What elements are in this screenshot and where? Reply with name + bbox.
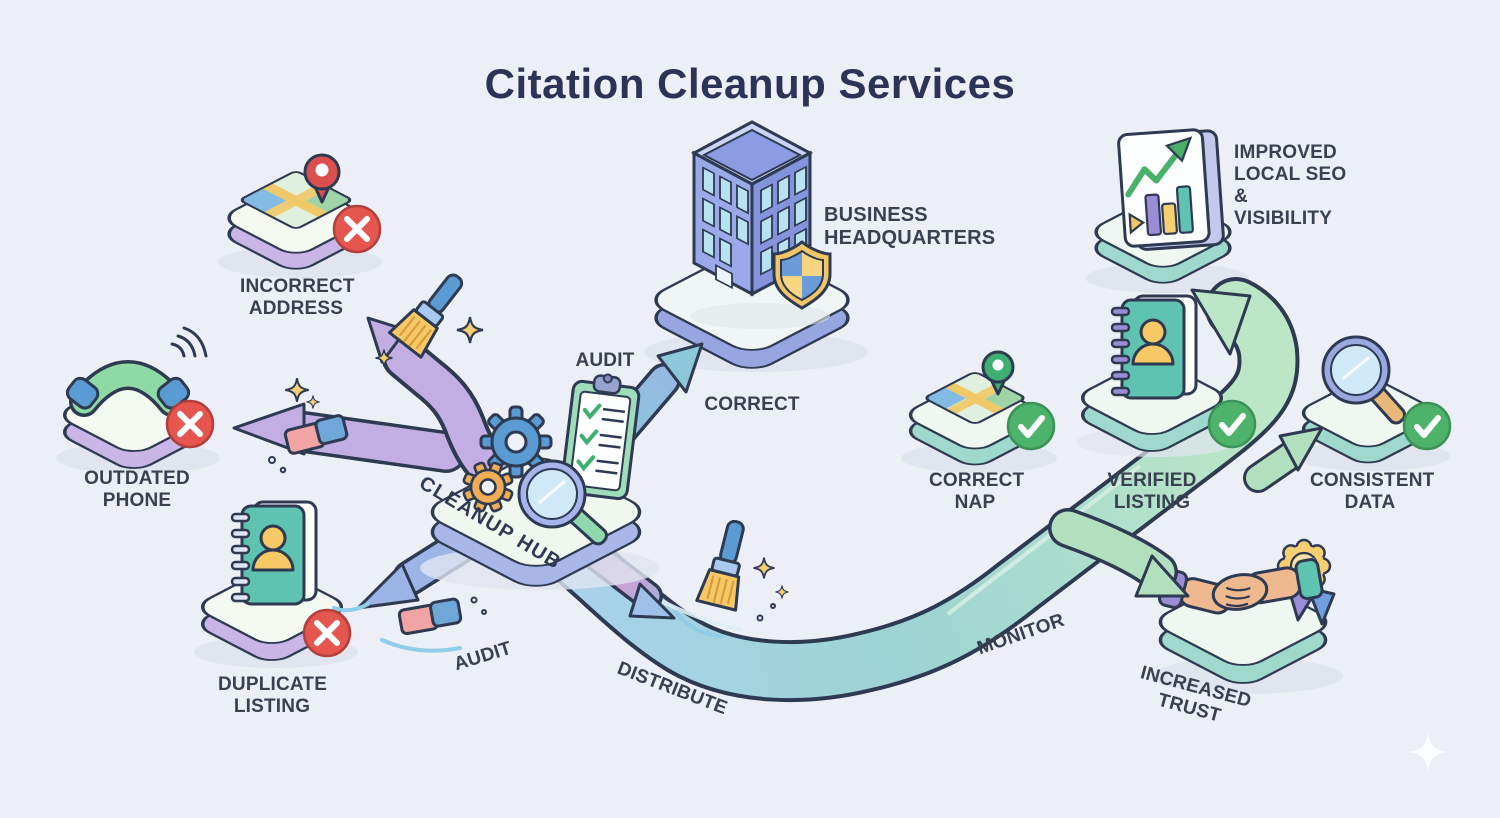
label-consistent-data: CONSISTENT DATA	[1310, 470, 1435, 514]
eraser-dust	[268, 456, 287, 474]
magnifier-icon	[1321, 335, 1407, 425]
success-badge-icon	[1006, 401, 1056, 451]
person-icon	[1139, 318, 1167, 346]
label-correct-nap: CORRECT NAP	[929, 470, 1025, 514]
building-windows-left	[702, 166, 749, 290]
sound-waves-icon	[170, 326, 208, 358]
label-correct: CORRECT	[704, 394, 800, 415]
eraser-dust	[470, 596, 776, 622]
label-incorrect-address: INCORRECT ADDRESS	[240, 276, 355, 320]
label-duplicate-listing: DUPLICATE LISTING	[218, 674, 328, 718]
green-arrowhead-seo	[1190, 288, 1252, 356]
location-pin-icon	[303, 153, 341, 204]
handshake-icon	[1157, 558, 1324, 615]
node-improved-seo	[1085, 128, 1249, 293]
path-to-consistent-data	[1243, 426, 1324, 493]
gear-icon	[479, 405, 553, 479]
node-incorrect-address	[218, 153, 382, 278]
brush-icon	[387, 273, 464, 359]
node-cleanup-hub	[420, 373, 660, 590]
success-badge-icon	[1402, 401, 1452, 451]
label-business-headquarters: BUSINESS HEADQUARTERS	[824, 204, 996, 250]
checklist-clipboard-icon	[560, 373, 641, 501]
path-to-increased-trust	[1048, 508, 1190, 598]
shield-icon	[772, 240, 832, 310]
error-badge-icon	[165, 399, 215, 449]
error-badge-icon	[332, 204, 382, 254]
error-badge-icon	[302, 608, 352, 658]
map-icon	[239, 171, 353, 229]
brush-icon	[695, 519, 745, 612]
gear-icon-small	[462, 461, 514, 513]
person-icon	[259, 524, 287, 552]
sparkle-icon	[285, 316, 789, 599]
success-badge-icon	[1207, 399, 1257, 449]
contact-book-icon	[230, 500, 318, 606]
eraser-icon	[397, 597, 463, 636]
location-pin-icon	[981, 350, 1015, 396]
eraser-icon	[283, 414, 349, 455]
magnifier-icon	[517, 459, 608, 546]
phone-icon	[65, 360, 191, 417]
contact-book-icon	[1110, 294, 1198, 400]
node-consistent-data	[1294, 335, 1450, 471]
label-outdated-phone: OUTDATED PHONE	[84, 468, 190, 512]
blue-arrowhead	[356, 562, 420, 610]
label-audit-arrow: AUDIT	[575, 350, 635, 371]
water-swoosh	[332, 602, 724, 653]
seo-chart-icon	[1117, 128, 1225, 251]
node-increased-trust	[1151, 538, 1343, 694]
node-business-headquarters	[644, 120, 868, 372]
path-distribute-monitor	[509, 277, 1300, 703]
sparkle-icon	[1408, 732, 1448, 772]
node-verified-listing	[1076, 294, 1236, 457]
path-to-incorrect-address	[366, 316, 530, 508]
label-verified-listing: VERIFIED LISTING	[1107, 470, 1197, 514]
label-improved-seo: IMPROVED LOCAL SEO & VISIBILITY	[1234, 142, 1347, 230]
page-title: Citation Cleanup Services	[484, 60, 1016, 107]
